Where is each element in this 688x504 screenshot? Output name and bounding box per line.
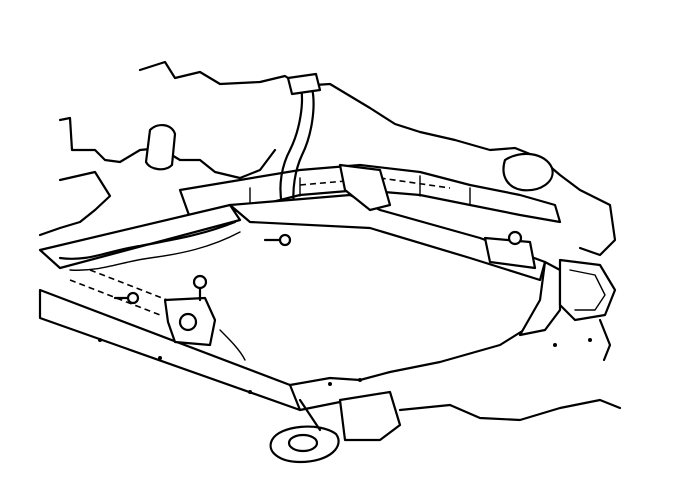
engine-outline [138,60,617,257]
mount-bolt-center [192,274,208,290]
mount-bolt-right [126,291,140,305]
left-side-outline [38,170,112,237]
tie-rod-boot-left [144,124,177,171]
steering-column [279,82,315,207]
mount-bolt-left [278,233,292,247]
frame-rail-left [38,203,242,270]
hose-line [58,220,237,260]
tie-rod-boot-right [502,152,554,192]
